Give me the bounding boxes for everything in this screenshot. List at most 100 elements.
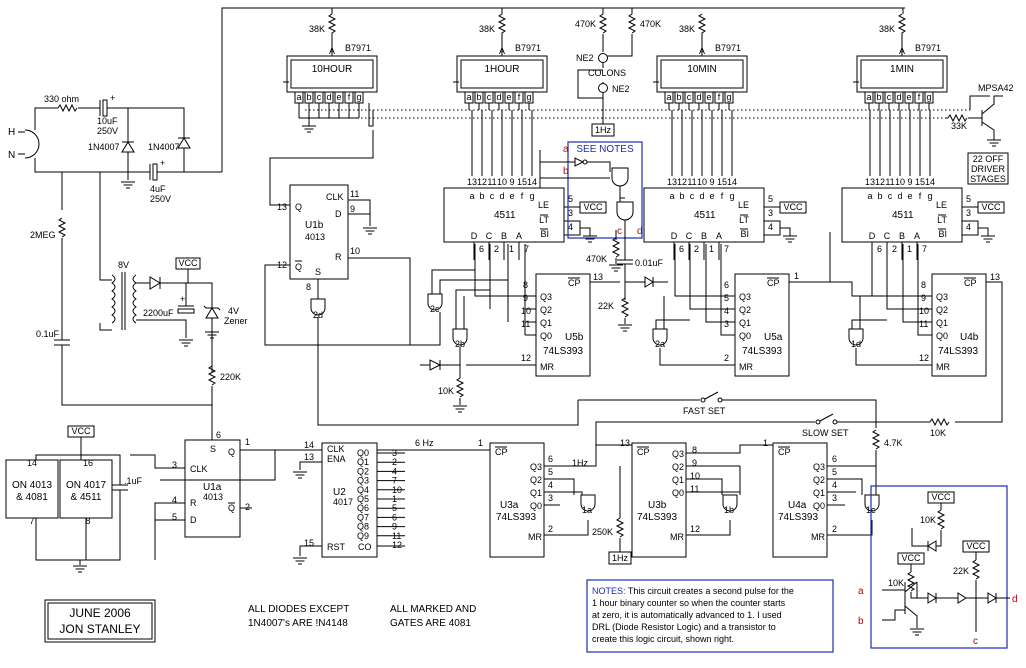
u5a-p5: 5	[724, 293, 729, 303]
u4a-p2: 2	[832, 524, 837, 534]
segment-label: g	[526, 92, 531, 102]
decoder-pin: 14	[925, 177, 935, 187]
reset-pulse-network: 470K 0.01uF 22K	[586, 230, 668, 332]
colon-section: 470K 470K NE2 COLONS NE2 1Hz	[575, 13, 661, 137]
decoder-vcc: VCC	[783, 202, 803, 212]
decoder-1min: 4511a13b12c11d10e9f15g14D6C2B1A7LELTBI53…	[841, 110, 1005, 260]
u5a-cp: CP	[767, 278, 780, 288]
u5b-q0: Q0	[540, 331, 552, 341]
driver-resistor-label: 33K	[951, 121, 967, 131]
u5b-counter: U5b 74LS393 Q3 Q2 Q1 Q0 CP MR 13 8 9 10 …	[420, 244, 620, 413]
segment-label: f	[518, 92, 521, 102]
mains-h: H	[8, 127, 15, 138]
decoder-input-pin: 7	[524, 244, 529, 254]
decoder-seg-label: a	[469, 191, 474, 201]
decoder-pin4: 4	[966, 222, 971, 232]
drl-r1: 10K	[920, 515, 936, 525]
u2-output-label: Q9	[357, 531, 369, 541]
notes-box: NOTES: This circuit creates a second pul…	[586, 579, 834, 653]
drl-d: d	[1012, 594, 1018, 605]
segment-label: e	[506, 92, 511, 102]
u4b-p10: 10	[919, 306, 929, 316]
u3a-part: 74LS393	[496, 512, 536, 523]
svg-text:NOTES: This circuit creates a: NOTES: This circuit creates a second pul…	[592, 586, 794, 596]
signature-author: JON STANLEY	[59, 622, 140, 636]
u5b-p9: 9	[523, 293, 528, 303]
cap-01-label: 0.1uF	[36, 329, 60, 339]
decoder-10min: 4511a13b12c11d10e9f15g14D6C2B1A7LELTBI53…	[643, 110, 807, 260]
drl-r2: 10K	[888, 578, 904, 588]
decoder-vcc: VCC	[583, 202, 603, 212]
chip2-a: ON 4017	[66, 480, 106, 491]
u4a-p1: 1	[763, 438, 768, 448]
decoder-pin: 13	[467, 177, 477, 187]
drl-r3: 22K	[953, 566, 969, 576]
u2-output-label: Q7	[357, 512, 369, 522]
u1b-q: Q	[295, 202, 302, 212]
chip1-b: & 4081	[16, 492, 48, 503]
u4b-p1: 1	[794, 271, 799, 281]
u5a-q0: Q0	[739, 331, 751, 341]
decoder-input-label: C	[686, 231, 693, 241]
see-notes-box: SEE NOTES a b c d	[539, 141, 643, 239]
u5b-p13: 13	[593, 272, 603, 282]
u2-p14: 14	[304, 440, 314, 450]
decoder-seg-label: c	[690, 191, 695, 201]
display-name: 1HOUR	[484, 64, 519, 75]
u5a-part: 74LS393	[742, 346, 782, 357]
display-tube	[856, 55, 948, 93]
segment-label: b	[306, 92, 311, 102]
decoder-seg-label: d	[699, 191, 704, 201]
signature-date: JUNE 2006	[69, 606, 131, 620]
u2-p13: 13	[304, 452, 314, 462]
u1b-s: S	[315, 267, 321, 277]
decoder-pin: 10	[895, 177, 905, 187]
decoder-input-pin: 1	[907, 244, 912, 254]
drl-b: b	[858, 616, 864, 627]
u5b-p8: 8	[523, 280, 528, 290]
decoder-input-label: C	[486, 231, 493, 241]
res-2meg-label: 2MEG	[30, 230, 56, 240]
driver-note-box	[967, 152, 1009, 185]
u2-output-label: Q6	[357, 503, 369, 513]
colon-clock-box	[591, 123, 615, 137]
drl-a: a	[858, 586, 864, 597]
u3a-cp: CP	[495, 447, 508, 457]
gnd-icon	[783, 235, 797, 243]
decoder-input-label: B	[501, 231, 507, 241]
u4a-p6: 6	[832, 454, 837, 464]
u5a-name: U5a	[764, 332, 783, 343]
decoder-input-pin: 6	[679, 244, 684, 254]
decoder-seg-label: e	[709, 191, 714, 201]
u3a-p4: 4	[548, 480, 553, 490]
decoder-vcc: VCC	[981, 202, 1001, 212]
u4b-p9: 9	[921, 293, 926, 303]
display-res-label: 38K	[679, 24, 695, 34]
display-tube	[456, 55, 548, 93]
res-10k-label: 10K	[438, 386, 454, 396]
fast-set-label[interactable]: FAST SET	[683, 406, 726, 416]
decoder-seg-label: c	[888, 191, 893, 201]
u5b-q1: Q1	[540, 318, 552, 328]
decoder-pin: 10	[697, 177, 707, 187]
decoder-seg-label: a	[669, 191, 674, 201]
u1a-p1: 1	[245, 437, 250, 447]
res-250k-label: 250K	[592, 527, 613, 537]
c10-label: 10uF	[97, 116, 118, 126]
u3b-mr: MR	[670, 532, 684, 542]
decoder-seg-label: e	[907, 191, 912, 201]
drl-vcc-2: VCC	[901, 553, 921, 563]
decoder-bi: BI	[540, 229, 549, 239]
u3b-cp: CP	[637, 447, 650, 457]
diode-2-label: 1N4007	[148, 142, 180, 152]
colons-label: COLONS	[588, 68, 626, 78]
u1a-name: U1a	[203, 482, 222, 493]
decoder-seg-label: f	[521, 191, 524, 201]
zener-label-2: Zener	[224, 316, 248, 326]
u1a-part: 4013	[203, 492, 223, 502]
gnd-icon	[302, 125, 316, 133]
decoder-lt: LT	[739, 215, 749, 225]
decoder-seg-label: g	[729, 191, 734, 201]
slow-set-label[interactable]: SLOW SET	[802, 428, 849, 438]
